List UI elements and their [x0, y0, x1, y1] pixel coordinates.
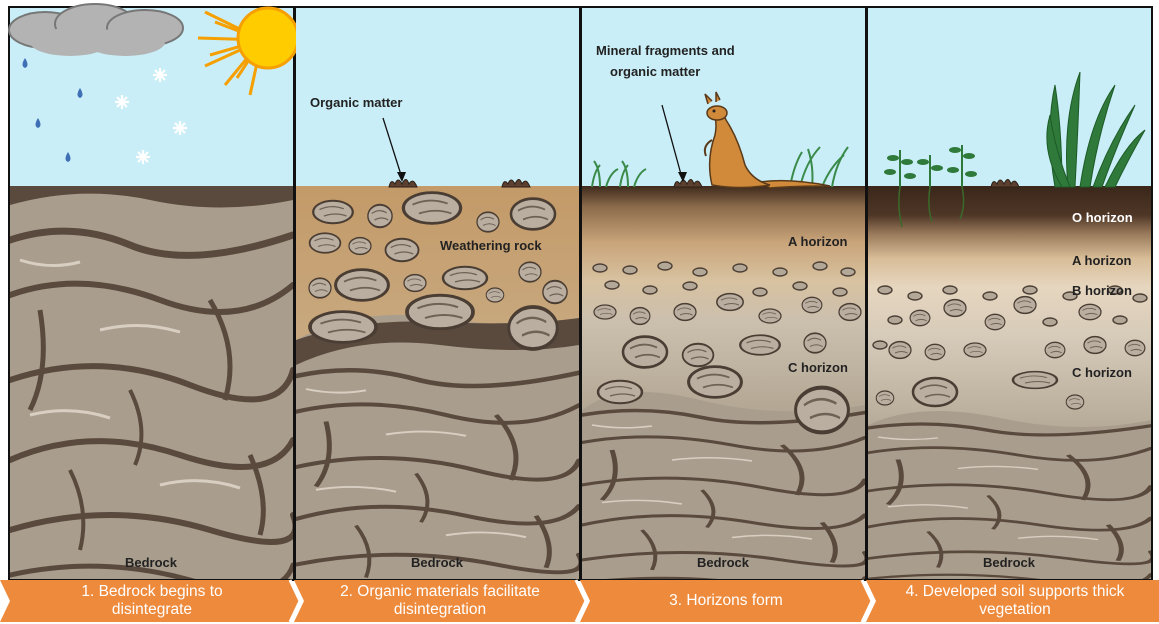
caption-1-line-1: 1. Bedrock begins to [81, 583, 222, 600]
caption-2-line-2: disintegration [394, 601, 486, 618]
caption-3-line-1: 3. Horizons form [669, 592, 783, 609]
panel-3: Mineral fragments and organic matter A h… [582, 8, 867, 590]
weathering-rock-label: Weathering rock [440, 238, 542, 253]
caption-4-line-1: 4. Developed soil supports thick [906, 583, 1125, 600]
panel-3-bedrock-label: Bedrock [697, 555, 750, 570]
caption-4-line-2: vegetation [979, 601, 1051, 618]
caption-3: 3. Horizons form [590, 580, 862, 622]
panel-3-c-horizon-label: C horizon [788, 360, 848, 375]
panel-4: O horizon A horizon B horizon C horizon … [868, 8, 1153, 585]
caption-2-line-1: 2. Organic materials facilitate [340, 583, 540, 600]
panel-2-bedrock-label: Bedrock [411, 555, 464, 570]
organic-matter-label: Organic matter [310, 95, 402, 110]
panel-1-bedrock-label: Bedrock [125, 555, 178, 570]
panel-4-c-horizon-label: C horizon [1072, 365, 1132, 380]
panel-4-a-horizon-label: A horizon [1072, 253, 1132, 268]
o-horizon-label: O horizon [1072, 210, 1133, 225]
cloud-icon [9, 4, 183, 56]
mineral-fragments-label-line2: organic matter [610, 64, 700, 79]
panel-2: Organic matter Weathering rock Bedrock [296, 8, 581, 603]
panel-4-bedrock-label: Bedrock [983, 555, 1036, 570]
panel-3-a-horizon-label: A horizon [788, 234, 848, 249]
caption-1-line-2: disintegrate [112, 601, 192, 618]
panel-1: Bedrock [9, 4, 298, 590]
caption-1: 1. Bedrock begins todisintegrate [14, 580, 290, 622]
b-horizon-label: B horizon [1072, 283, 1132, 298]
caption-2: 2. Organic materials facilitatedisintegr… [304, 580, 576, 622]
mineral-fragments-label-line1: Mineral fragments and [596, 43, 735, 58]
caption-4: 4. Developed soil supports thickvegetati… [876, 580, 1154, 622]
